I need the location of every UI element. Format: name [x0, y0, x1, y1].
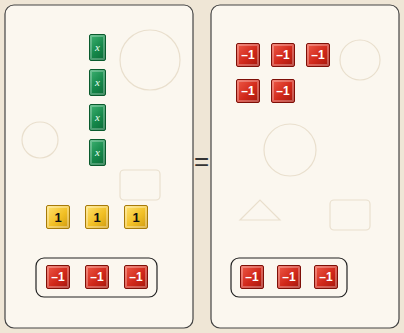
- x-tile: x: [89, 139, 106, 166]
- group-outline: [36, 258, 157, 297]
- tile-label: –1: [90, 271, 103, 283]
- negative-unit-tile: –1: [314, 265, 338, 289]
- tile-label: –1: [311, 49, 324, 61]
- negative-unit-tile: –1: [236, 79, 260, 103]
- tile-label: –1: [282, 271, 295, 283]
- negative-unit-tile: –1: [124, 265, 148, 289]
- left-panel: [5, 5, 193, 328]
- negative-unit-tile: –1: [271, 43, 295, 67]
- unit-tile: 1: [46, 205, 70, 229]
- equals-sign: =: [194, 148, 209, 174]
- tile-label: –1: [276, 49, 289, 61]
- right-panel: [211, 5, 399, 328]
- tile-label: 1: [54, 211, 61, 224]
- negative-unit-tile: –1: [306, 43, 330, 67]
- tile-label: –1: [319, 271, 332, 283]
- unit-tile: 1: [124, 205, 148, 229]
- tile-label: –1: [245, 271, 258, 283]
- tile-label: –1: [241, 85, 254, 97]
- tile-label: x: [95, 77, 100, 88]
- x-tile: x: [89, 69, 106, 96]
- tile-label: x: [95, 42, 100, 53]
- tile-label: –1: [276, 85, 289, 97]
- unit-tile: 1: [85, 205, 109, 229]
- negative-unit-tile: –1: [236, 43, 260, 67]
- tile-label: –1: [51, 271, 64, 283]
- group-outline: [231, 258, 347, 297]
- negative-unit-tile: –1: [240, 265, 264, 289]
- tile-label: –1: [129, 271, 142, 283]
- tile-label: x: [95, 147, 100, 158]
- tile-label: 1: [93, 211, 100, 224]
- x-tile: x: [89, 104, 106, 131]
- negative-unit-tile: –1: [277, 265, 301, 289]
- negative-unit-tile: –1: [85, 265, 109, 289]
- negative-unit-tile: –1: [46, 265, 70, 289]
- x-tile: x: [89, 34, 106, 61]
- tile-label: x: [95, 112, 100, 123]
- negative-unit-tile: –1: [271, 79, 295, 103]
- tile-label: 1: [132, 211, 139, 224]
- tile-label: –1: [241, 49, 254, 61]
- faint-watermark-icons: [22, 30, 380, 230]
